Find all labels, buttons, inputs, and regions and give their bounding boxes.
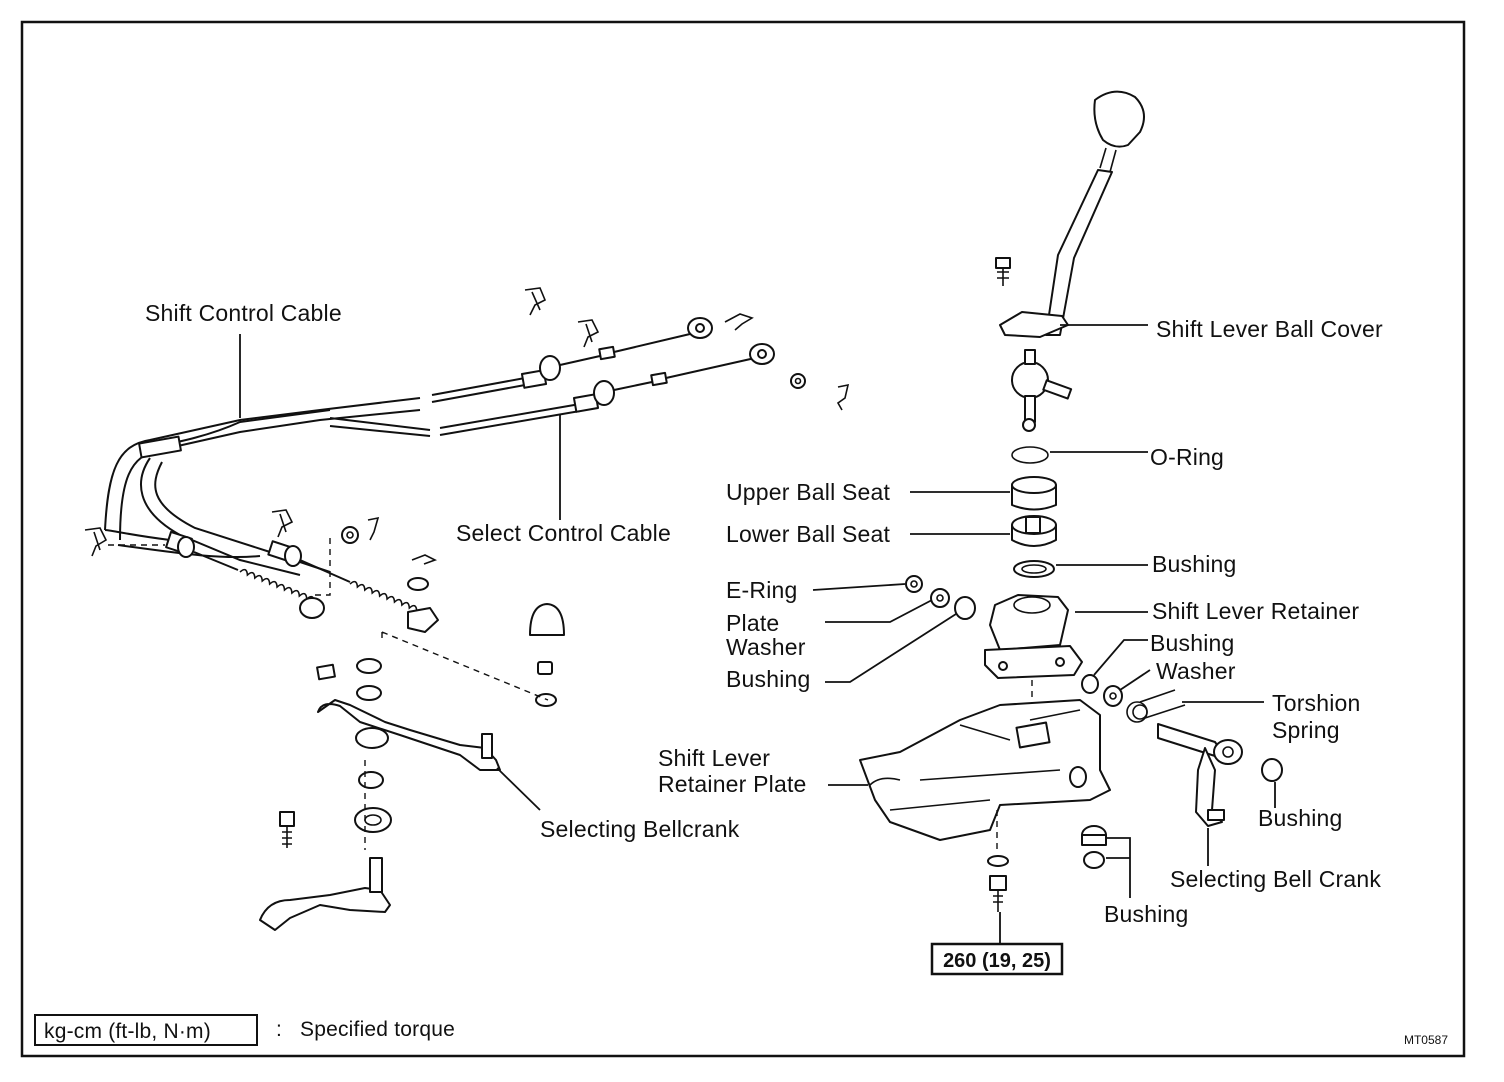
label-washer: Washer [1156, 658, 1236, 684]
label-select-control-cable: Select Control Cable [456, 520, 671, 546]
torque-value: 260 (19, 25) [943, 950, 1051, 972]
shift-lever [995, 90, 1145, 432]
label-spring: Spring [1272, 717, 1340, 743]
shift-cable-lower-end [165, 530, 325, 619]
bushing-small-right [1261, 758, 1283, 782]
torsion-spring-part [1126, 689, 1186, 723]
shift-lever-retainer-part [984, 594, 1083, 730]
label-lower-ball-seat: Lower Ball Seat [726, 521, 890, 547]
label-washer-plate: Washer [726, 634, 806, 660]
cable-clip-icon [524, 287, 850, 411]
label-upper-ball-seat: Upper Ball Seat [726, 479, 890, 505]
selecting-bell-crank-part [1157, 723, 1243, 827]
leader-lines [239, 324, 1276, 944]
washer-bushing-right-parts [1081, 674, 1123, 707]
o-ring-part [1011, 446, 1049, 464]
lower-clip-icon [84, 509, 438, 596]
legend-description: Specified torque [300, 1018, 455, 1041]
retainer-plate-part [859, 699, 1111, 850]
label-bushing-right2: Bushing [1258, 805, 1343, 831]
label-bushing-right1: Bushing [1150, 630, 1235, 656]
label-shift-lever-ball-cover: Shift Lever Ball Cover [1156, 316, 1383, 342]
label-selecting-bell-crank: Selecting Bell Crank [1170, 866, 1381, 892]
label-bushing-left: Bushing [726, 666, 811, 692]
label-selecting-bellcrank: Selecting Bellcrank [540, 816, 740, 842]
figure-code: MT0587 [1404, 1033, 1448, 1047]
bushing-bottom-parts [1081, 825, 1107, 869]
bushing-upper-part [1013, 560, 1055, 578]
label-o-ring: O-Ring [1150, 444, 1224, 470]
torque-legend: kg-cm (ft-lb, N·m) : Specified torque [34, 1014, 455, 1046]
label-e-ring: E-Ring [726, 577, 798, 603]
label-shift-lever: Shift Lever [658, 745, 770, 771]
label-shift-control-cable: Shift Control Cable [145, 300, 342, 326]
select-cable-lower-end [267, 540, 439, 633]
upper-ball-seat-part [1011, 476, 1057, 511]
select-cable-upper-end [439, 343, 775, 436]
label-retainer-plate: Retainer Plate [658, 771, 807, 797]
label-shift-lever-retainer: Shift Lever Retainer [1152, 598, 1359, 624]
bolt-bottom [987, 855, 1009, 912]
legend-separator: : [276, 1018, 282, 1041]
torque-spec-box: 260 (19, 25) [930, 942, 1064, 976]
label-bushing-upper: Bushing [1152, 551, 1237, 577]
label-plate: Plate [726, 610, 779, 636]
label-torsion: Torshion [1272, 690, 1361, 716]
selecting-bellcrank-assembly [259, 603, 565, 931]
shift-control-cable [104, 397, 431, 576]
legend-unit-box: kg-cm (ft-lb, N·m) [44, 1020, 211, 1043]
shift-cable-upper-end [431, 317, 713, 403]
e-ring-washer-bushing-parts [905, 575, 976, 620]
label-bushing-bottom: Bushing [1104, 901, 1189, 927]
diagram-frame [20, 20, 1466, 1058]
lower-ball-seat-part [1011, 515, 1057, 547]
